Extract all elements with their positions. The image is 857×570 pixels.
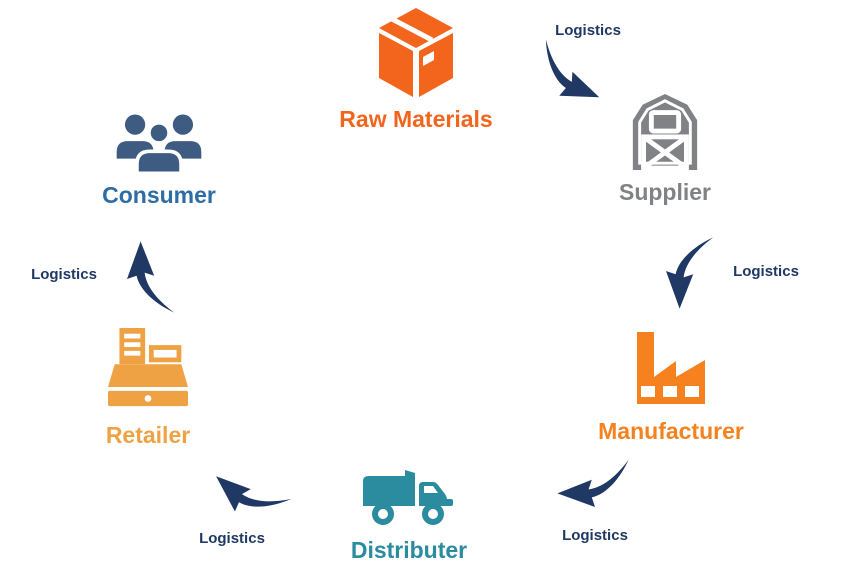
arrow-retailer-to-consumer <box>127 241 175 313</box>
factory-icon <box>637 332 705 404</box>
node-manufacturer: Manufacturer <box>561 330 781 444</box>
people-icon <box>116 114 202 174</box>
edge-label-logistics-3: Logistics <box>562 527 628 544</box>
node-supplier: Supplier <box>565 94 765 205</box>
box-icon <box>379 8 453 97</box>
node-label-retailer: Retailer <box>105 422 191 448</box>
edge-label-logistics-4: Logistics <box>199 530 265 547</box>
node-label-raw-materials: Raw Materials <box>339 106 493 132</box>
node-label-manufacturer: Manufacturer <box>598 418 744 444</box>
arrow-distributer-to-retailer <box>216 476 292 512</box>
arrow-raw-materials-to-supplier <box>545 39 600 98</box>
arrow-supplier-to-manufacturer <box>666 237 714 309</box>
edge-label-logistics-5: Logistics <box>31 266 97 283</box>
node-label-distributer: Distributer <box>350 537 468 563</box>
truck-icon <box>363 470 453 525</box>
arrow-manufacturer-to-distributer <box>557 459 629 507</box>
node-consumer: Consumer <box>59 112 259 208</box>
node-retailer: Retailer <box>48 328 248 448</box>
node-label-consumer: Consumer <box>102 182 216 208</box>
edge-label-logistics-2: Logistics <box>733 263 799 280</box>
barn-icon <box>632 94 698 170</box>
node-label-supplier: Supplier <box>618 179 711 205</box>
cash-register-icon <box>108 328 188 407</box>
node-distributer: Distributer <box>299 466 519 563</box>
edge-label-logistics-1: Logistics <box>555 22 621 39</box>
node-raw-materials: Raw Materials <box>306 8 526 132</box>
